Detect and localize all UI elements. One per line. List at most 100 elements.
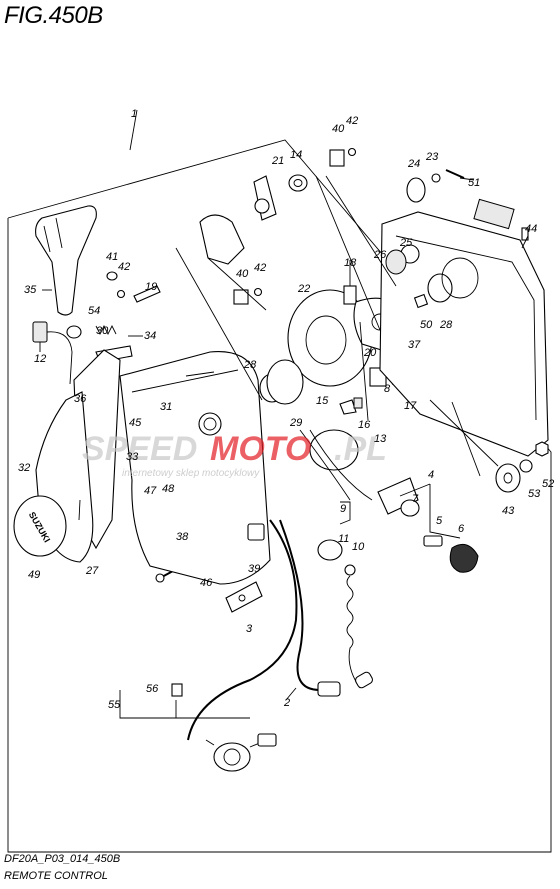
callout-19: 19 (145, 281, 157, 293)
callout-30: 30 (96, 325, 109, 337)
screw-44 (521, 227, 529, 241)
callout-53: 53 (528, 488, 541, 500)
cover-plate (379, 211, 549, 457)
housing-main (119, 351, 271, 585)
callout-7: 7 (412, 493, 419, 505)
pin-19 (133, 285, 161, 303)
callout-9: 9 (340, 503, 346, 515)
cap-10 (344, 564, 356, 576)
callout-47: 47 (144, 485, 157, 497)
callout-29: 29 (289, 417, 302, 429)
callout-25: 25 (399, 237, 413, 249)
clip-15 (339, 399, 357, 415)
callout-44: 44 (525, 223, 537, 235)
bushing-28-right (427, 273, 453, 303)
callout-52: 52 (542, 478, 554, 490)
callout-15: 15 (316, 395, 329, 407)
callout-46: 46 (200, 577, 213, 589)
callout-10: 10 (352, 541, 365, 553)
ring-29 (266, 359, 304, 405)
fuse-56 (171, 683, 183, 697)
callout-31: 31 (160, 401, 172, 413)
callout-27: 27 (85, 565, 99, 577)
callout-5: 5 (436, 515, 443, 527)
callout-41: 41 (106, 251, 118, 263)
callout-40b: 40 (236, 268, 249, 280)
washer-41 (106, 271, 118, 281)
suzuki-badge-49 (13, 495, 67, 557)
callout-50: 50 (420, 319, 433, 331)
ring-54 (66, 325, 82, 339)
callout-51: 51 (468, 177, 480, 189)
watermark-brand-b: MOTO (210, 430, 311, 468)
watermark-tagline: internetowy sklep motocyklowy (122, 468, 260, 479)
plate-3 (225, 581, 263, 613)
callout-45: 45 (129, 417, 142, 429)
callout-14: 14 (290, 149, 302, 161)
callout-33: 33 (126, 451, 139, 463)
callout-20: 20 (363, 347, 377, 359)
switch-16 (353, 397, 363, 409)
callout-18: 18 (344, 257, 357, 269)
callout-49: 49 (28, 569, 40, 581)
watermark-brand-a: SPEED (82, 430, 197, 468)
washer-14 (288, 174, 308, 192)
lever-grip-35 (35, 205, 97, 316)
bolt-50 (413, 293, 429, 309)
washer-43 (495, 463, 521, 493)
callout-32: 32 (18, 462, 30, 474)
callout-16: 16 (358, 419, 371, 431)
callout-48: 48 (162, 483, 175, 495)
callout-38: 38 (176, 531, 189, 543)
callout-4: 4 (428, 469, 434, 481)
callout-6: 6 (458, 523, 465, 535)
callout-26: 26 (373, 249, 387, 261)
harness-cable-2 (187, 519, 298, 741)
callout-54: 54 (88, 305, 100, 317)
block-40-mid (233, 289, 249, 305)
callout-13: 13 (374, 433, 387, 445)
clip-42-mid (253, 287, 263, 297)
clip-42 (116, 289, 126, 299)
nut-52 (535, 441, 549, 457)
callout-55: 55 (108, 699, 121, 711)
switch-12 (32, 321, 48, 343)
callout-35: 35 (24, 284, 37, 296)
callout-43: 43 (502, 505, 515, 517)
callout-42c: 42 (254, 262, 266, 274)
callout-37: 37 (408, 339, 421, 351)
callout-34: 34 (144, 330, 156, 342)
callout-11: 11 (338, 533, 349, 545)
switch-11 (317, 539, 343, 561)
callout-39: 39 (248, 563, 260, 575)
key-cap-6 (449, 543, 479, 573)
screw-51 (445, 169, 465, 179)
callout-12: 12 (34, 353, 46, 365)
lanyard-cord (346, 575, 361, 689)
callout-42a: 42 (346, 115, 358, 127)
drawing-code: DF20A_P03_014_450B (4, 853, 121, 865)
callout-42b: 42 (118, 261, 130, 273)
watermark-domain: .PL (334, 430, 387, 468)
cam-assembly (199, 214, 245, 265)
callout-3: 3 (246, 623, 253, 635)
callout-1: 1 (131, 108, 137, 120)
clip-23 (431, 173, 441, 183)
callout-8: 8 (384, 383, 391, 395)
callout-28b: 28 (439, 319, 453, 331)
callout-2: 2 (283, 697, 290, 709)
callout-22: 22 (297, 283, 310, 295)
callout-17: 17 (404, 400, 417, 412)
callout-56: 56 (146, 683, 159, 695)
callout-21: 21 (271, 155, 284, 167)
block-39 (247, 523, 265, 541)
lever-21 (253, 175, 277, 221)
washer-24 (406, 177, 426, 203)
callout-23: 23 (425, 151, 439, 163)
callout-labels: 1 40 42 21 14 24 23 51 44 25 26 41 42 40… (18, 108, 554, 711)
watermark: SPEED MOTO .PL internetowy sklep motocyk… (82, 430, 387, 479)
shaft-18 (343, 285, 357, 305)
connector-55 (213, 742, 251, 772)
block-40-top (329, 149, 345, 167)
